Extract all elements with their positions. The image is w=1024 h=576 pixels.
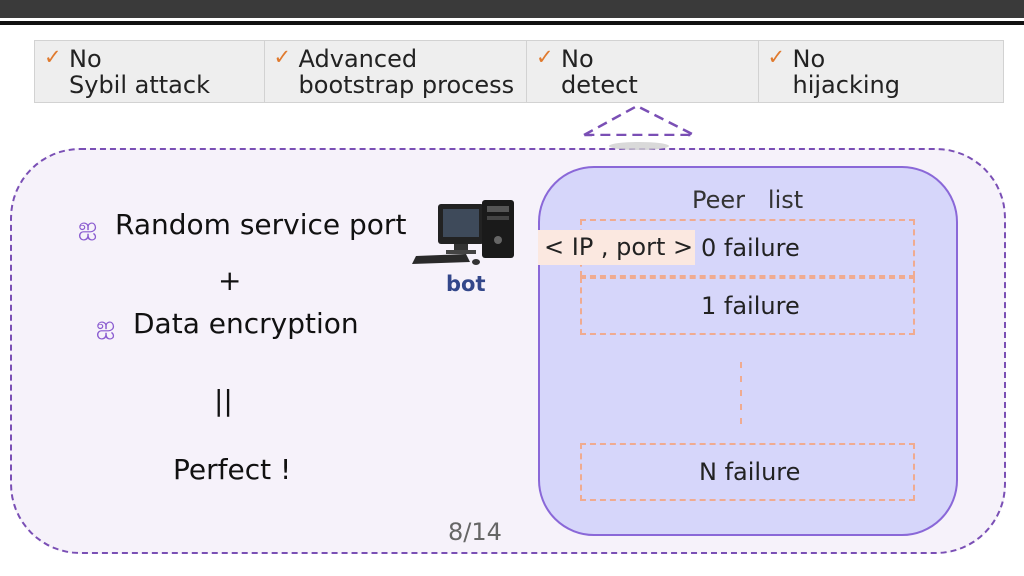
checkmark-icon: ✓ — [767, 45, 786, 69]
bullet-icon: ஐ — [96, 311, 116, 339]
plus-sign: + — [218, 264, 242, 297]
ellipsis-dots — [740, 362, 742, 428]
check-item-line1: No — [69, 45, 102, 73]
check-item-line2: Sybil attack — [69, 71, 210, 99]
random-port-text: Random service port — [115, 208, 407, 241]
result-text: Perfect ! — [173, 453, 292, 486]
feature-checklist: ✓ No Sybil attack ✓ Advanced bootstrap p… — [34, 40, 1004, 103]
peer-slot-n — [580, 443, 915, 501]
equivalence-sign: || — [214, 384, 233, 417]
check-item-line1: Advanced — [298, 45, 418, 73]
peer-list-title: Peer list — [692, 186, 804, 214]
ip-port-entry: < IP , port > — [538, 230, 695, 265]
check-item-detect: ✓ No detect — [527, 41, 759, 102]
peer-list-panel — [538, 166, 958, 536]
bullet-icon: ஐ — [78, 212, 98, 240]
slot-label-1: 1 failure — [701, 292, 800, 320]
header-bar — [0, 0, 1024, 18]
page-number: 8/14 — [448, 518, 502, 546]
peer-slot-1 — [580, 277, 915, 335]
check-item-hijacking: ✓ No hijacking — [759, 41, 1004, 102]
header-rule — [0, 21, 1024, 25]
check-item-sybil: ✓ No Sybil attack — [35, 41, 265, 102]
checkmark-icon: ✓ — [535, 45, 554, 69]
checkmark-icon: ✓ — [44, 45, 62, 69]
check-item-line2: bootstrap process — [298, 71, 515, 99]
slot-label-n: N failure — [699, 458, 801, 486]
slot-label-0: 0 failure — [701, 234, 800, 262]
data-encryption-text: Data encryption — [133, 307, 359, 340]
checkmark-icon: ✓ — [273, 45, 292, 69]
check-item-line1: No — [560, 45, 594, 73]
callout-pointer — [583, 104, 695, 150]
check-item-line2: hijacking — [792, 71, 900, 99]
bot-label: bot — [446, 272, 486, 296]
computer-tower-icon — [412, 200, 514, 265]
check-item-bootstrap: ✓ Advanced bootstrap process — [265, 41, 527, 102]
check-item-line1: No — [792, 45, 826, 73]
check-item-line2: detect — [560, 71, 638, 99]
